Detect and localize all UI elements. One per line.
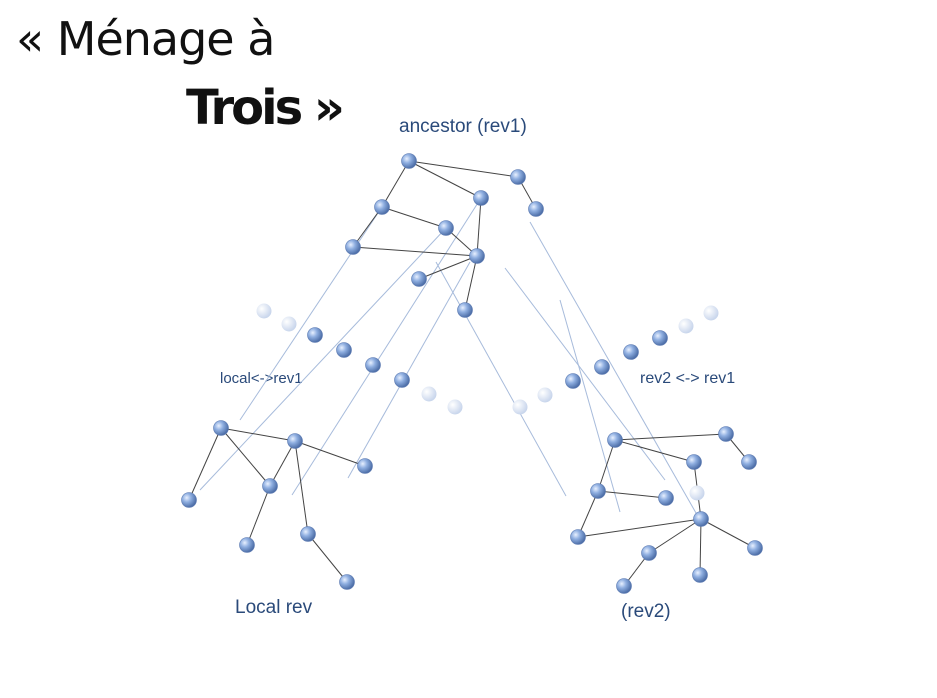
node (693, 511, 709, 527)
faded-node (537, 387, 553, 403)
node (473, 190, 489, 206)
node (641, 545, 657, 561)
node (339, 574, 355, 590)
title-line-2: Trois » (186, 80, 345, 136)
faded-node (703, 305, 719, 321)
node (374, 199, 390, 215)
local-diff-label: local<->rev1 (220, 370, 303, 387)
node (658, 490, 674, 506)
node (747, 540, 763, 556)
rev2-diff-label: rev2 <-> rev1 (640, 370, 736, 387)
node (570, 529, 586, 545)
faded-nodes (256, 303, 719, 501)
node (594, 359, 610, 375)
node (469, 248, 485, 264)
faded-node (689, 485, 705, 501)
guide-line (529, 221, 701, 521)
node (411, 271, 427, 287)
node (686, 454, 702, 470)
guide-line (504, 267, 666, 481)
node (401, 153, 417, 169)
node (336, 342, 352, 358)
node (181, 492, 197, 508)
tree-edges (188, 160, 756, 587)
faded-node (512, 399, 528, 415)
guide-lines (199, 197, 701, 521)
node (652, 330, 668, 346)
guide-line (291, 197, 482, 496)
node (438, 220, 454, 236)
node (307, 327, 323, 343)
node (741, 454, 757, 470)
local-rev-label: Local rev (235, 597, 313, 618)
faded-node (281, 316, 297, 332)
nodes (181, 153, 763, 594)
node (718, 426, 734, 442)
ancestor-label: ancestor (rev1) (399, 116, 527, 137)
node (357, 458, 373, 474)
node (457, 302, 473, 318)
rev2-label: (rev2) (621, 601, 671, 622)
node (692, 567, 708, 583)
node (394, 372, 410, 388)
node (590, 483, 606, 499)
node (623, 344, 639, 360)
node (510, 169, 526, 185)
guide-line (559, 299, 621, 513)
guide-line (347, 261, 471, 479)
node (616, 578, 632, 594)
node (213, 420, 229, 436)
node (300, 526, 316, 542)
guide-line (199, 227, 447, 491)
node (287, 433, 303, 449)
node (565, 373, 581, 389)
node (365, 357, 381, 373)
guide-line (435, 261, 567, 497)
node (262, 478, 278, 494)
faded-node (256, 303, 272, 319)
node (345, 239, 361, 255)
node (528, 201, 544, 217)
node (607, 432, 623, 448)
faded-node (678, 318, 694, 334)
node (239, 537, 255, 553)
faded-node (447, 399, 463, 415)
faded-node (421, 386, 437, 402)
title-line-1: « Ménage à (16, 12, 275, 66)
